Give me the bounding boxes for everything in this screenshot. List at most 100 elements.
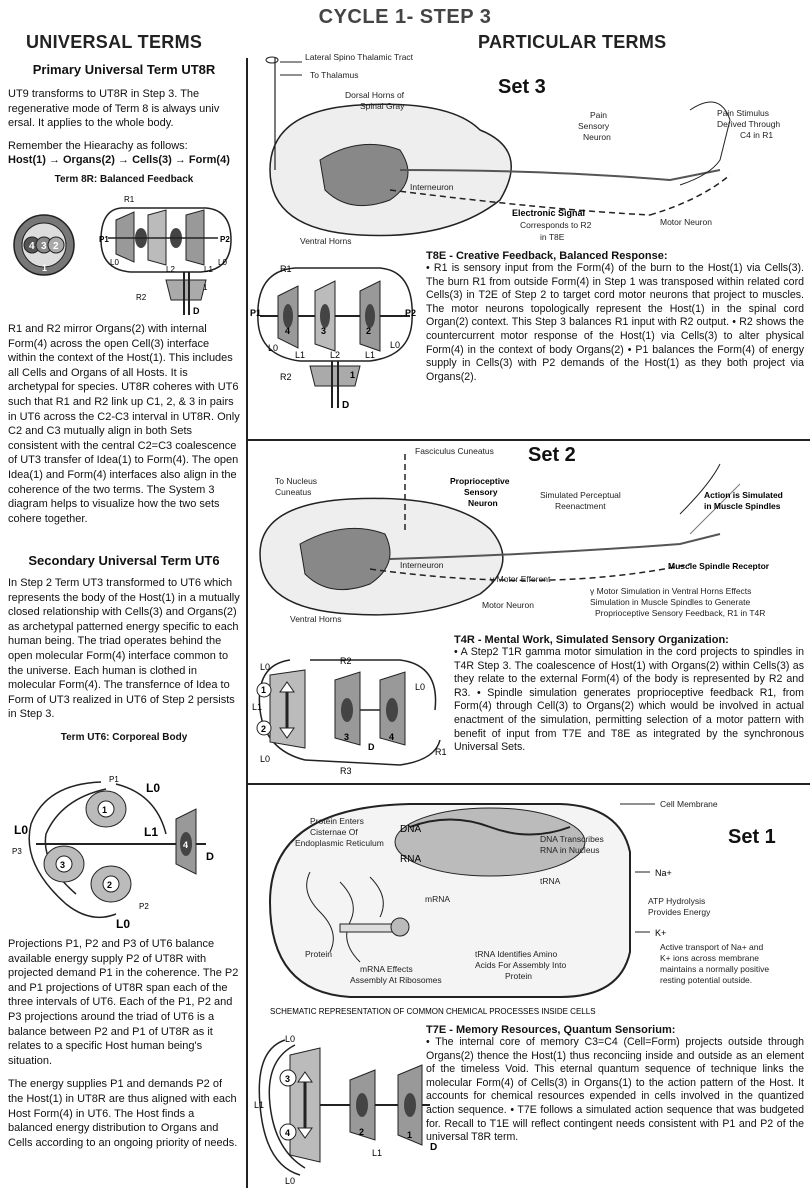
secondary-body: Projections P1, P2 and P3 of UT6 balance…	[8, 937, 240, 1159]
set2-label: Set 2	[528, 444, 576, 466]
set1-lbl-k: K+	[655, 928, 666, 938]
set1-lbl-trna: tRNA	[540, 876, 561, 886]
t8e-r2: R2	[280, 372, 292, 382]
t4r-r3: R3	[340, 766, 352, 776]
set1-lbl-active3: maintains a normally positive	[660, 964, 769, 974]
set3-lbl-lateral: Lateral Spino Thalamic Tract	[305, 52, 414, 62]
t4r-4: 4	[389, 732, 394, 742]
set1-lbl-dna: DNA	[400, 824, 421, 835]
t8e-l1a: L1	[295, 350, 305, 360]
ut6-3: 3	[60, 860, 65, 870]
t7e-4: 4	[285, 1128, 290, 1138]
set1-lbl-active4: resting potential outside.	[660, 975, 752, 985]
set2-lbl-sim3: Proprioceptive Sensory Feedback, R1 in T…	[595, 608, 765, 618]
concentric-circles-figure: 4 3 2 1	[13, 214, 75, 276]
set1-lbl-membrane: Cell Membrane	[660, 799, 718, 809]
ut8r-p2: P2	[220, 235, 230, 244]
ut8r-1: 1	[203, 283, 208, 292]
set1-lbl-energy: Provides Energy	[648, 907, 711, 917]
set3-lbl-derived: Derived Through	[717, 119, 780, 129]
set2-figure: Fasciculus Cuneatus To Nucleus Cuneatus …	[259, 446, 783, 624]
t4r-r1: R1	[435, 747, 447, 757]
t8e-l0b: L0	[390, 340, 400, 350]
set2-lbl-reenactment: Reenactment	[555, 501, 606, 511]
t4r-text-block: T4R - Mental Work, Simulated Sensory Org…	[454, 634, 804, 755]
ut8r-diagram: 4 3 2 1 R1 R2 P1 P2 L0 L2 L1 L0 1 D	[13, 195, 232, 316]
secondary-heading: Secondary Universal Term UT6	[28, 553, 220, 568]
circle-num-3: 3	[41, 241, 47, 252]
ut6-l0c: L0	[116, 917, 130, 931]
set3-lbl-stimulus: Pain Stimulus	[717, 108, 769, 118]
set1-lbl-mrna: mRNA	[425, 894, 450, 904]
set3-figure: Lateral Spino Thalamic Tract To Thalamus…	[265, 52, 780, 246]
secondary-body-2: The energy supplies P1 and demands P2 of…	[8, 1078, 238, 1149]
t7e-text-block: T7E - Memory Resources, Quantum Sensoriu…	[426, 1024, 804, 1145]
ut6-p2: P2	[139, 902, 149, 911]
set3-lbl-dorsal: Dorsal Horns of	[345, 90, 405, 100]
t7e-text: • The internal core of memory C3=C4 (Cel…	[426, 1036, 804, 1144]
primary-intro: UT9 transforms to UT8R in Step 3. The re…	[8, 88, 220, 130]
secondary-body-1: Projections P1, P2 and P3 of UT6 balance…	[8, 938, 239, 1067]
set2-lbl-spindles: in Muscle Spindles	[704, 501, 781, 511]
t4r-d: D	[368, 742, 375, 752]
set3-lbl-c4: C4 in R1	[740, 130, 773, 140]
set1-lbl-protein: Protein	[305, 949, 332, 959]
ut8r-d: D	[193, 306, 200, 316]
t8e-heading: T8E - Creative Feedback, Balanced Respon…	[426, 250, 668, 262]
ut6-2: 2	[107, 880, 112, 890]
t4r-r2: R2	[340, 656, 352, 666]
set3-lbl-t8e: in T8E	[540, 232, 565, 242]
ut8r-caption: Term 8R: Balanced Feedback	[54, 173, 194, 185]
set2-lbl-receptor: Muscle Spindle Receptor	[668, 561, 770, 571]
t8e-p1: P1	[250, 308, 261, 318]
t8e-l1b: L1	[365, 350, 375, 360]
t4r-1: 1	[261, 685, 266, 695]
set3-lbl-spinal: Spinal Gray	[360, 101, 405, 111]
ut8r-l2: L2	[166, 265, 175, 274]
column-divider	[246, 58, 248, 1188]
ut8r-cells	[108, 209, 218, 315]
t8e-1: 1	[350, 370, 355, 380]
ut8r-r1: R1	[124, 195, 135, 204]
t8e-2: 2	[366, 326, 371, 336]
set3-lbl-corresponds: Corresponds to R2	[520, 220, 592, 230]
t8e-text: • R1 is sensory input from the Form(4) o…	[426, 262, 804, 383]
set2-lbl-simulated: Simulated Perceptual	[540, 490, 621, 500]
ut6-d: D	[206, 851, 214, 863]
set1-lbl-acids: Acids For Assembly Into	[475, 960, 566, 970]
hierarchy-remember: Remember the Hiearachy as follows:	[8, 139, 188, 152]
set3-label: Set 3	[498, 76, 546, 98]
t4r-l0c: L0	[260, 754, 270, 764]
left-column-heading: UNIVERSAL TERMS	[26, 32, 203, 52]
t8e-p2: P2	[405, 308, 416, 318]
hierarchy-line: Host(1) → Organs(2) → Cells(3) → Form(4)	[8, 154, 230, 167]
set1-lbl-protein2: Protein	[505, 971, 532, 981]
set3-lbl-thalamus: To Thalamus	[310, 70, 359, 80]
t7e-l1b: L1	[372, 1148, 382, 1158]
set3-lbl-motor: Motor Neuron	[660, 217, 712, 227]
set1-lbl-cisternae: Cisternae Of	[310, 827, 358, 837]
primary-section: Primary Universal Term UT8R UT9 transfor…	[8, 62, 240, 185]
t8e-l0a: L0	[268, 343, 278, 353]
circle-num-1: 1	[42, 263, 47, 273]
set2-lbl-sensory: Sensory	[464, 487, 498, 497]
t7e-1: 1	[407, 1130, 412, 1140]
circle-num-2: 2	[53, 241, 59, 252]
ut6-l0b: L0	[14, 823, 28, 837]
set1-lbl-mrna-effects: mRNA Effects	[360, 964, 413, 974]
ut8r-l0b: L0	[218, 258, 227, 267]
set3-lbl-signal: Electronic Signal	[512, 208, 585, 218]
ut8r-p1: P1	[99, 235, 109, 244]
ut6-l0a: L0	[146, 781, 160, 795]
t7e-3: 3	[285, 1074, 290, 1084]
ut8r-r2: R2	[136, 293, 147, 302]
ut6-1: 1	[102, 805, 107, 815]
t4r-diagram: L0 R2 L1 L0 1 2 3 4 D L0 R3 R1	[252, 656, 447, 776]
ut6-p1: P1	[109, 775, 119, 784]
set1-lbl-rna: RNA	[400, 854, 421, 865]
set1-lbl-ribosomes: Assembly At Ribosomes	[350, 975, 442, 985]
set1-lbl-protein-enters: Protein Enters	[310, 816, 364, 826]
primary-heading: Primary Universal Term UT8R	[32, 62, 216, 77]
set2-lbl-sim1: γ Motor Simulation in Ventral Horns Effe…	[590, 586, 751, 596]
set3-lbl-pain: Pain	[590, 110, 607, 120]
